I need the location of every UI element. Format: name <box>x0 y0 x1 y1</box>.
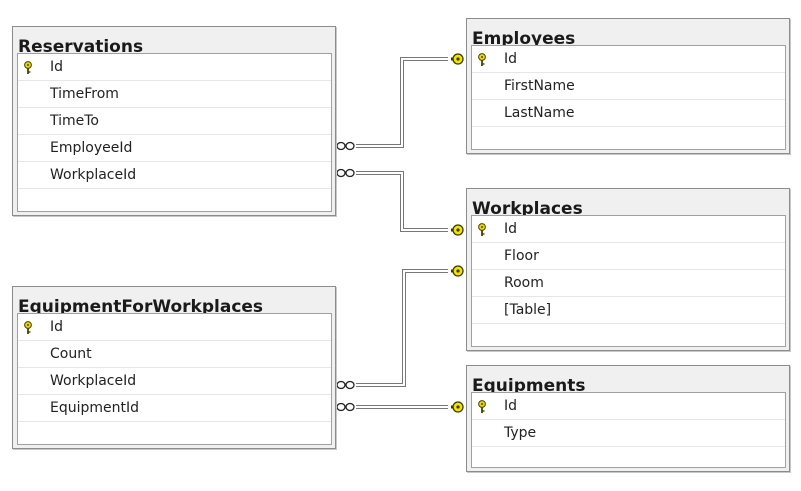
one-end-key-icon <box>451 224 464 236</box>
relationship-reservations-employees[interactable] <box>336 53 464 151</box>
table-equipmentforworkplaces[interactable]: EquipmentForWorkplaces Id Count Workplac… <box>12 286 336 449</box>
column-row[interactable]: Id <box>472 393 785 420</box>
table-title: Employees <box>472 29 576 49</box>
column-row[interactable]: FirstName <box>472 73 785 100</box>
column-row[interactable]: Floor <box>472 243 785 270</box>
column-name: Id <box>504 51 518 67</box>
column-name: Id <box>504 221 518 237</box>
many-end-infinity-icon <box>336 168 355 178</box>
column-name: EmployeeId <box>50 140 133 156</box>
column-name: Id <box>50 319 64 335</box>
column-row[interactable]: Id <box>18 314 331 341</box>
primary-key-icon <box>20 320 36 334</box>
column-name: WorkplaceId <box>50 373 137 389</box>
column-row[interactable]: TimeFrom <box>18 81 331 108</box>
column-name: Type <box>504 425 537 441</box>
many-end-infinity-icon <box>336 402 355 412</box>
column-list: Id FirstName LastName <box>471 45 786 150</box>
relationship-equipmentforworkplaces-equipments[interactable] <box>336 401 464 413</box>
column-row[interactable]: EmployeeId <box>18 135 331 162</box>
column-row[interactable]: Room <box>472 270 785 297</box>
column-list: Id Type <box>471 392 786 468</box>
table-title: Workplaces <box>472 199 583 219</box>
column-row[interactable]: Id <box>472 46 785 73</box>
primary-key-icon <box>20 60 36 74</box>
one-end-key-icon <box>451 401 464 413</box>
column-list: Id Count WorkplaceId EquipmentId <box>17 313 332 445</box>
column-name: WorkplaceId <box>50 167 137 183</box>
many-end-infinity-icon <box>336 380 355 390</box>
column-name: Room <box>504 275 544 291</box>
column-list: Id Floor Room [Table] <box>471 215 786 347</box>
column-name: Floor <box>504 248 539 264</box>
primary-key-icon <box>474 222 490 236</box>
column-name: TimeTo <box>50 113 99 129</box>
column-row[interactable]: Count <box>18 341 331 368</box>
column-row[interactable]: Id <box>18 54 331 81</box>
one-end-key-icon <box>451 53 464 65</box>
table-reservations[interactable]: Reservations Id TimeFrom TimeTo Employee… <box>12 26 336 216</box>
column-row[interactable]: EquipmentId <box>18 395 331 422</box>
column-list: Id TimeFrom TimeTo EmployeeId WorkplaceI… <box>17 53 332 212</box>
column-row[interactable]: WorkplaceId <box>18 368 331 395</box>
column-row[interactable]: LastName <box>472 100 785 127</box>
column-name: [Table] <box>504 302 552 318</box>
table-title: Equipments <box>472 376 586 396</box>
one-end-key-icon <box>451 265 464 277</box>
column-row[interactable]: [Table] <box>472 297 785 324</box>
column-name: Id <box>50 59 64 75</box>
table-equipments[interactable]: Equipments Id Type <box>466 365 790 472</box>
column-row[interactable]: WorkplaceId <box>18 162 331 189</box>
table-workplaces[interactable]: Workplaces Id Floor Room [Table] <box>466 188 790 351</box>
relationship-reservations-workplaces[interactable] <box>336 168 464 236</box>
many-end-infinity-icon <box>336 141 355 151</box>
column-name: LastName <box>504 105 575 121</box>
column-row[interactable]: Type <box>472 420 785 447</box>
primary-key-icon <box>474 399 490 413</box>
primary-key-icon <box>474 52 490 66</box>
column-name: FirstName <box>504 78 575 94</box>
column-row[interactable]: Id <box>472 216 785 243</box>
column-name: Id <box>504 398 518 414</box>
table-title: EquipmentForWorkplaces <box>18 297 264 317</box>
table-employees[interactable]: Employees Id FirstName LastName <box>466 18 790 154</box>
table-title: Reservations <box>18 37 144 57</box>
column-name: EquipmentId <box>50 400 140 416</box>
column-name: Count <box>50 346 92 362</box>
column-row[interactable]: TimeTo <box>18 108 331 135</box>
column-name: TimeFrom <box>50 86 119 102</box>
relationship-equipmentforworkplaces-workplaces[interactable] <box>336 265 464 390</box>
